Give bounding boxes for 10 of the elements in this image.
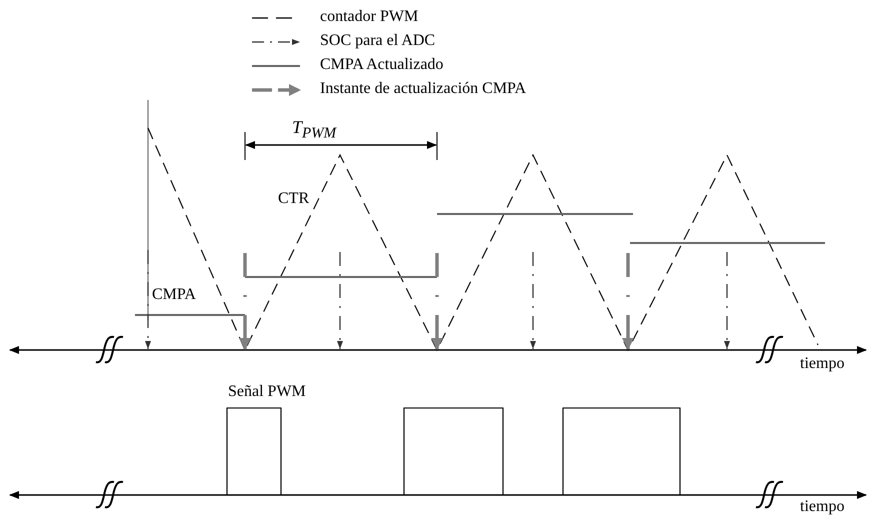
period-label: T$_{PWM}$ bbox=[292, 118, 336, 143]
legend-text: SOC para el ADC bbox=[320, 32, 436, 50]
axis-label: tiempo bbox=[800, 498, 844, 516]
legend-text: CMPA Actualizado bbox=[320, 56, 444, 74]
counter-label: CTR bbox=[278, 190, 310, 208]
legend-text: contador PWM bbox=[320, 8, 418, 26]
legend-text: Instante de actualización CMPA bbox=[320, 80, 526, 98]
signal-label: Señal PWM bbox=[228, 383, 306, 401]
cmpa-label: CMPA bbox=[152, 286, 196, 304]
axis-label: tiempo bbox=[800, 355, 844, 373]
